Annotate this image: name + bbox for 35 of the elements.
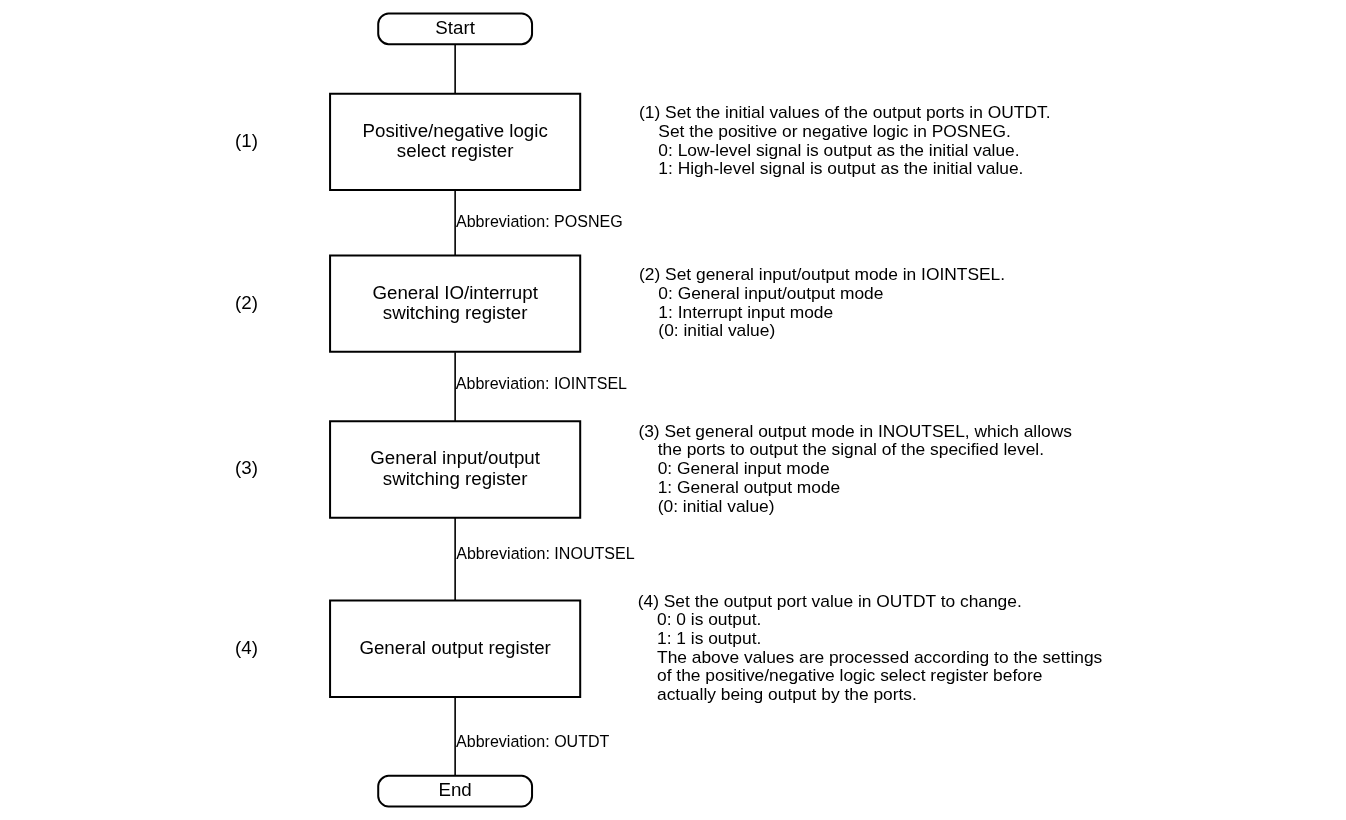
- node-box: General input/output switching register: [328, 420, 581, 519]
- edge-label: Abbreviation: INOUTSEL: [455, 543, 635, 562]
- connector: [453, 351, 456, 422]
- node-label: (0: initial value): [657, 495, 775, 516]
- node-label: (2) Set general input/output mode in IOINTSEL.: [638, 264, 1005, 285]
- node-label: (3): [234, 457, 258, 479]
- node-box: General IO/interrupt switching register: [328, 254, 581, 353]
- node-label: The above values are processed according to the settings of the positive/negative logic select register before actually being output by the ports.: [656, 646, 1102, 705]
- node-label: (4): [234, 636, 258, 658]
- node-label: 0: 0 is output.: [656, 609, 761, 630]
- edge-label: Abbreviation: OUTDT: [455, 732, 609, 751]
- node-box: Start: [376, 12, 533, 46]
- connector: [453, 696, 456, 777]
- connector: [453, 43, 456, 95]
- node-label: (3) Set general output mode in INOUTSEL, which allows the ports to output the signal of the specified level.: [637, 420, 1072, 460]
- node-box: End: [376, 774, 533, 808]
- connector: [453, 516, 456, 602]
- connector: [453, 189, 456, 256]
- node-label: 1: 1 is output.: [656, 627, 761, 648]
- node-label: (4) Set the output port value in OUTDT to change.: [637, 590, 1022, 611]
- node-label: 1: High-level signal is output as the initial value.: [657, 158, 1023, 179]
- node-label: 1: General output mode: [657, 476, 840, 497]
- node-label: Set the positive or negative logic in POSNEG.: [657, 120, 1011, 141]
- node-label: 0: General input/output mode: [657, 282, 883, 303]
- node-box: Positive/negative logic select register: [328, 92, 581, 191]
- node-box: General output register: [328, 599, 581, 698]
- edge-label: Abbreviation: POSNEG: [455, 211, 623, 230]
- node-label: (2): [234, 291, 258, 313]
- edge-label: Abbreviation: IOINTSEL: [455, 373, 627, 392]
- node-label: 0: General input mode: [657, 458, 830, 479]
- node-label: 1: Interrupt input mode: [657, 301, 833, 322]
- node-label: 0: Low-level signal is output as the initial value.: [657, 139, 1020, 160]
- node-label: (1): [234, 129, 258, 151]
- node-label: (0: initial value): [657, 320, 775, 341]
- node-label: (1) Set the initial values of the output ports in OUTDT.: [638, 102, 1050, 123]
